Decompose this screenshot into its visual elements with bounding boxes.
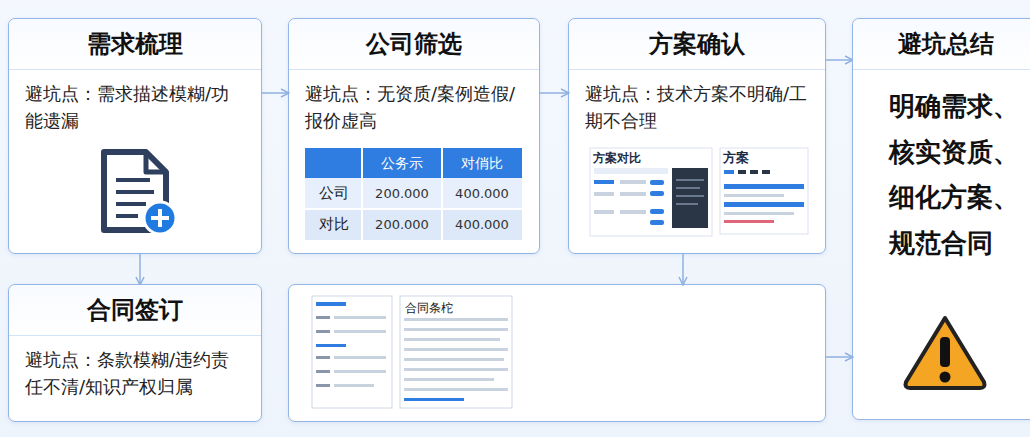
flow-arrow [139,254,141,284]
table-cell: 公司 [305,178,362,209]
step-heading: 需求梳理 [9,19,261,70]
screenshot-title: 方案对比 [593,150,641,166]
plan-screenshot [590,148,808,236]
flow-arrow [826,59,852,61]
warning-symbol [906,318,985,388]
step-heading: 避坑总结 [853,19,1030,70]
screenshot-title: 方案 [723,150,749,166]
step-box: 需求梳理避坑点：需求描述模糊/功能遗漏 [8,18,262,254]
table-cell: 400.000 [442,209,522,240]
price-table [305,148,522,240]
summary-text: 明确需求、 核实资质、 细化方案、 规范合同 [853,70,1029,266]
pitfall-text: 避坑点：无资质/案例造假/报价虚高 [289,70,539,134]
summary-box: 避坑总结明确需求、 核实资质、 细化方案、 规范合同 [852,18,1030,420]
document-icon [104,152,176,234]
table-cell: 对比 [305,209,362,240]
table-cell: 400.000 [442,178,522,209]
pitfall-text: 避坑点：需求描述模糊/功能遗漏 [9,70,261,134]
table-cell: 对俏比 [442,148,522,178]
step-box: 合同签订避坑点：条款模糊/违约责任不清/知识产权归属 [8,284,262,422]
table-cell: 200.000 [362,209,442,240]
step-box: 方案确认避坑点：技术方案不明确/工期不合理 [568,18,826,254]
table-cell: 公务示 [362,148,442,178]
flow-arrow [262,92,288,94]
step-heading: 方案确认 [569,19,825,70]
step-heading: 合同签订 [9,285,261,336]
document-panel: 合同条柁 [288,284,826,422]
document-title: 合同条柁 [405,300,453,317]
table-cell: 200.000 [362,178,442,209]
contract-documents [312,296,512,408]
flow-arrow [682,254,684,284]
step-heading: 公司筛选 [289,19,539,70]
flow-arrow [826,356,852,358]
pitfall-text: 避坑点：条款模糊/违约责任不清/知识产权归属 [9,336,261,400]
flow-arrow [540,92,568,94]
pitfall-text: 避坑点：技术方案不明确/工期不合理 [569,70,825,134]
